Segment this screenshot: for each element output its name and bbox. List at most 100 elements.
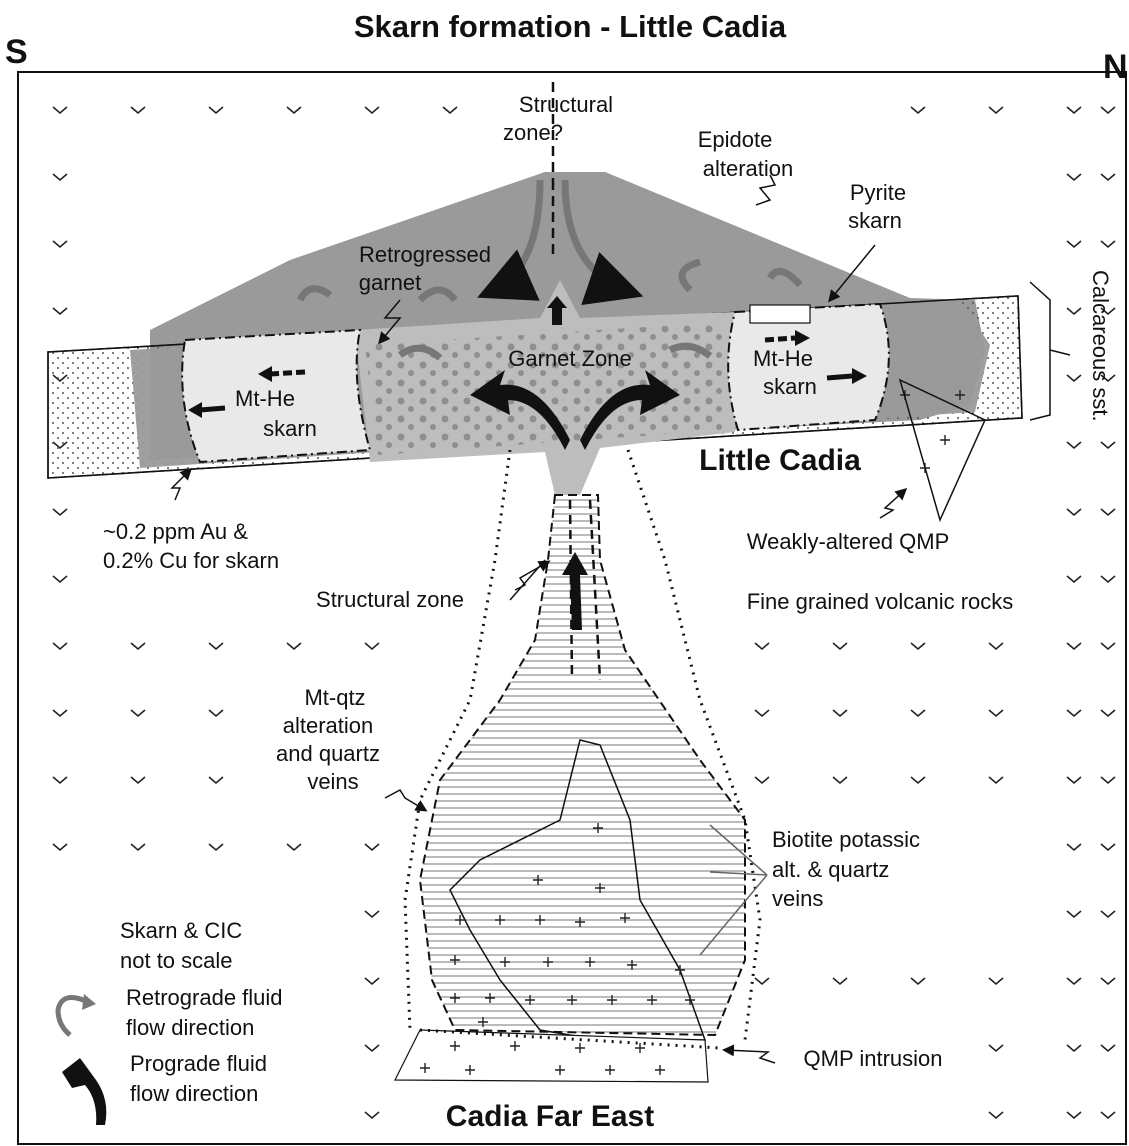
volcanic-v-mark <box>131 107 145 113</box>
label-mthe-left-1: Mt-He <box>235 386 295 411</box>
volcanic-v-mark <box>365 1045 379 1051</box>
feeder-conduit <box>420 495 745 1035</box>
label-structural-zone: Structural zone <box>316 587 464 612</box>
label-pyrite-1: Pyrite <box>850 180 906 205</box>
volcanic-v-mark <box>131 710 145 716</box>
diagram-title: Skarn formation - Little Cadia <box>354 9 787 44</box>
label-cadia-far-east: Cadia Far East <box>446 1100 654 1133</box>
volcanic-v-mark <box>287 643 301 649</box>
label-mthe-left-2: skarn <box>263 416 317 441</box>
volcanic-v-mark <box>53 241 67 247</box>
pyrite-skarn-box <box>750 305 810 323</box>
volcanic-v-mark <box>1067 911 1081 917</box>
volcanic-v-mark <box>755 710 769 716</box>
retrograde-legend-icon <box>58 994 96 1035</box>
prograde-legend-icon <box>62 1058 106 1125</box>
volcanic-v-mark <box>1101 1112 1115 1118</box>
volcanic-v-mark <box>1067 375 1081 381</box>
volcanic-v-mark <box>989 710 1003 716</box>
volcanic-v-mark <box>1067 844 1081 850</box>
legend-prograde-2: flow direction <box>130 1081 258 1106</box>
volcanic-v-mark <box>1101 911 1115 917</box>
volcanic-v-mark <box>1101 174 1115 180</box>
volcanic-v-mark <box>1101 710 1115 716</box>
volcanic-v-mark <box>1067 710 1081 716</box>
label-epidote-1: Epidote <box>698 127 773 152</box>
volcanic-v-mark <box>365 107 379 113</box>
legend-retrograde-2: flow direction <box>126 1015 254 1040</box>
volcanic-v-mark <box>1101 777 1115 783</box>
volcanic-v-mark <box>911 710 925 716</box>
volcanic-v-mark <box>53 844 67 850</box>
label-mt-qtz-1: Mt-qtz <box>304 685 365 710</box>
label-au-cu-2: 0.2% Cu for skarn <box>103 548 279 573</box>
label-calcareous: Calcareous sst. <box>1088 270 1113 422</box>
volcanic-v-mark <box>365 978 379 984</box>
label-mthe-right-2: skarn <box>763 374 817 399</box>
label-au-cu-1: ~0.2 ppm Au & <box>103 519 248 544</box>
volcanic-v-mark <box>1067 442 1081 448</box>
volcanic-v-mark <box>365 844 379 850</box>
label-mt-qtz-4: veins <box>307 769 358 794</box>
volcanic-v-mark <box>755 978 769 984</box>
volcanic-v-mark <box>1067 576 1081 582</box>
volcanic-v-mark <box>287 844 301 850</box>
volcanic-v-mark <box>833 643 847 649</box>
volcanic-v-mark <box>209 107 223 113</box>
label-garnet-zone: Garnet Zone <box>508 346 632 371</box>
volcanic-v-mark <box>53 710 67 716</box>
legend-retrograde-1: Retrograde fluid <box>126 985 283 1010</box>
volcanic-v-mark <box>911 978 925 984</box>
volcanic-v-mark <box>1101 442 1115 448</box>
volcanic-v-mark <box>53 174 67 180</box>
volcanic-v-mark <box>1067 174 1081 180</box>
volcanic-v-mark <box>365 1112 379 1118</box>
volcanic-v-mark <box>1101 576 1115 582</box>
volcanic-v-mark <box>833 710 847 716</box>
label-retrogressed-1: Retrogressed <box>359 242 491 267</box>
volcanic-v-mark <box>1067 107 1081 113</box>
volcanic-v-mark <box>53 576 67 582</box>
volcanic-v-mark <box>989 107 1003 113</box>
volcanic-v-mark <box>989 777 1003 783</box>
label-epidote-2: alteration <box>703 156 794 181</box>
volcanic-v-mark <box>131 777 145 783</box>
label-not-to-scale-1: Skarn & CIC <box>120 918 242 943</box>
qmp-intrusion <box>395 1030 708 1082</box>
volcanic-v-mark <box>755 777 769 783</box>
volcanic-v-mark <box>1101 978 1115 984</box>
volcanic-v-mark <box>1067 241 1081 247</box>
label-biotite-1: Biotite potassic <box>772 827 920 852</box>
label-mthe-right-1: Mt-He <box>753 346 813 371</box>
label-pyrite-2: skarn <box>848 208 902 233</box>
label-mt-qtz-2: alteration <box>283 713 374 738</box>
volcanic-v-mark <box>989 1045 1003 1051</box>
label-structural-zone-q-1: Structural <box>519 92 613 117</box>
volcanic-v-mark <box>365 911 379 917</box>
volcanic-v-mark <box>755 643 769 649</box>
volcanic-v-mark <box>911 107 925 113</box>
volcanic-v-mark <box>1067 509 1081 515</box>
volcanic-v-mark <box>1067 308 1081 314</box>
volcanic-v-mark <box>833 777 847 783</box>
volcanic-v-mark <box>1067 1045 1081 1051</box>
label-mt-qtz-3: and quartz <box>276 741 380 766</box>
label-weakly-altered-qmp: Weakly-altered QMP <box>747 529 950 554</box>
volcanic-v-mark <box>53 308 67 314</box>
volcanic-v-mark <box>911 643 925 649</box>
volcanic-v-mark <box>1067 978 1081 984</box>
legend-prograde-1: Prograde fluid <box>130 1051 267 1076</box>
volcanic-v-mark <box>833 978 847 984</box>
volcanic-v-mark <box>1067 777 1081 783</box>
volcanic-v-mark <box>53 643 67 649</box>
volcanic-v-mark <box>131 643 145 649</box>
volcanic-v-mark <box>989 1112 1003 1118</box>
label-biotite-3: veins <box>772 886 823 911</box>
compass-north: N <box>1103 48 1128 86</box>
label-biotite-2: alt. & quartz <box>772 857 889 882</box>
volcanic-v-mark <box>209 643 223 649</box>
compass-south: S <box>5 33 28 71</box>
label-little-cadia: Little Cadia <box>699 444 861 477</box>
